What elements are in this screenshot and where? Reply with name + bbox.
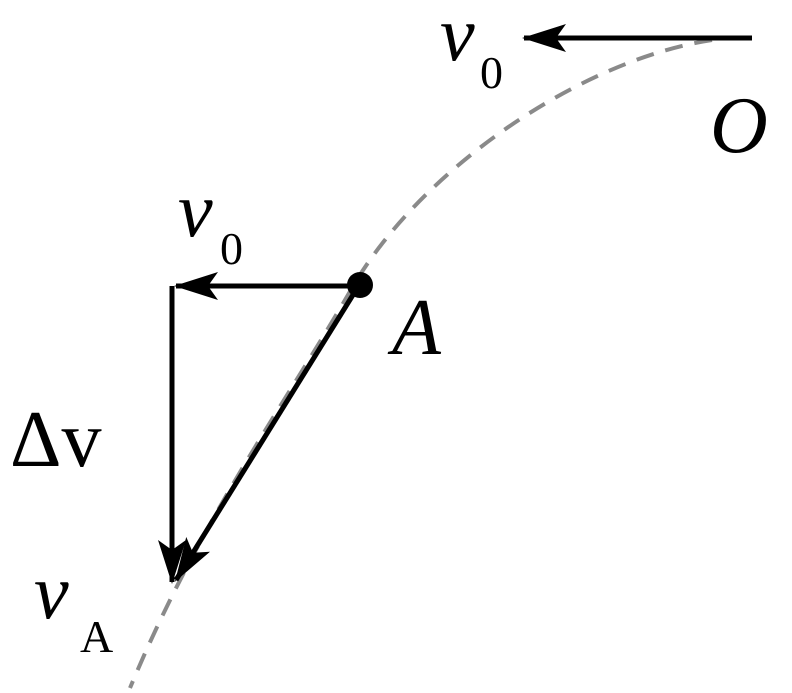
- origin-label: O: [710, 82, 768, 170]
- v0-mid-subscript: 0: [220, 223, 243, 274]
- point-A-label: A: [387, 284, 442, 372]
- v0-mid-symbol: v: [178, 166, 213, 253]
- v0-top-subscript: 0: [480, 47, 503, 98]
- vA-subscript: A: [80, 611, 113, 662]
- delta-v-text: Δv: [10, 396, 101, 484]
- vA-symbol: v: [34, 548, 69, 635]
- point-A-dot: [347, 272, 373, 298]
- vA-arrow: [173, 288, 359, 582]
- delta-v-label: Δv: [10, 396, 101, 484]
- v0-top-symbol: v: [440, 0, 475, 77]
